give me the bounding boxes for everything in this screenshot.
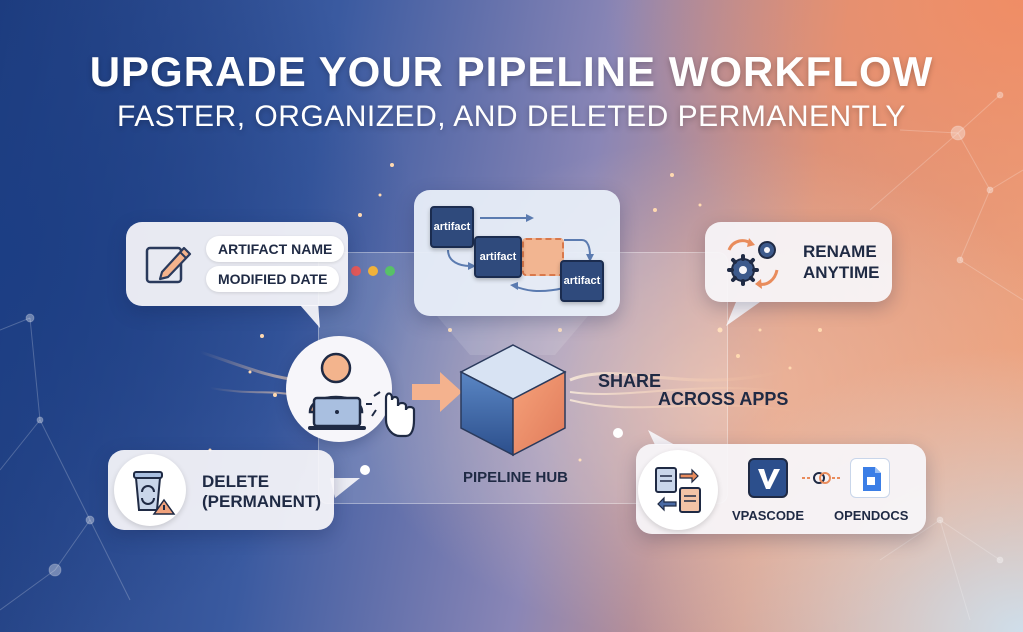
share-label-line-2: ACROSS APPS	[658, 389, 789, 409]
window-close-dot[interactable]	[351, 266, 361, 276]
opendocs-label: OPENDOCS	[834, 508, 909, 523]
opendocs-logo-icon	[863, 467, 881, 491]
vpascode-label: VPASCODE	[732, 508, 804, 523]
delete-card: DELETE (PERMANENT)	[108, 450, 334, 530]
page-subtitle: FASTER, ORGANIZED, AND DELETED PERMANENT…	[117, 100, 906, 133]
page-title: UPGRADE YOUR PIPELINE WORKFLOW	[89, 48, 934, 95]
artifact-node[interactable]: artifact	[474, 236, 522, 278]
modified-date-pill[interactable]: MODIFIED DATE	[206, 266, 340, 292]
vpascode-logo-icon	[758, 469, 780, 489]
artifact-flow-diagram-card: artifact artifact artifact	[414, 190, 620, 316]
user-laptop-icon	[308, 352, 366, 430]
artifact-name-pill[interactable]: ARTIFACT NAME	[206, 236, 345, 262]
pencil-edit-icon	[145, 246, 192, 284]
file-transfer-icon	[655, 467, 701, 513]
rename-label-line-2: ANYTIME	[803, 263, 880, 282]
rename-card: RENAME ANYTIME	[705, 222, 892, 302]
window-maximize-dot[interactable]	[385, 266, 395, 276]
file-transfer-icon-frame	[638, 450, 718, 530]
trash-warning-icon-frame	[114, 454, 186, 526]
vpascode-app-icon[interactable]	[748, 458, 788, 498]
user-laptop-avatar	[286, 336, 392, 442]
share-apps-card: VPASCODE OPENDOCS	[636, 444, 926, 534]
opendocs-app-icon[interactable]	[850, 458, 890, 498]
flow-arrows	[447, 214, 594, 293]
artifact-node[interactable]: artifact	[560, 260, 604, 302]
highlighted-slot	[522, 238, 564, 276]
artifact-node[interactable]: artifact	[430, 206, 474, 248]
share-label-line-1: SHARE	[598, 371, 662, 391]
trash-warning-icon	[133, 471, 176, 515]
link-chain-icon	[802, 472, 842, 484]
delete-label-line-1: DELETE	[202, 472, 270, 491]
pipeline-hub-label: PIPELINE HUB	[463, 469, 569, 486]
window-minimize-dot[interactable]	[368, 266, 378, 276]
delete-label-line-2: (PERMANENT)	[202, 492, 321, 511]
gears-sync-icon	[727, 238, 779, 289]
rename-label-line-1: RENAME	[803, 242, 877, 261]
edit-artifact-card: ARTIFACT NAME MODIFIED DATE	[126, 222, 348, 306]
